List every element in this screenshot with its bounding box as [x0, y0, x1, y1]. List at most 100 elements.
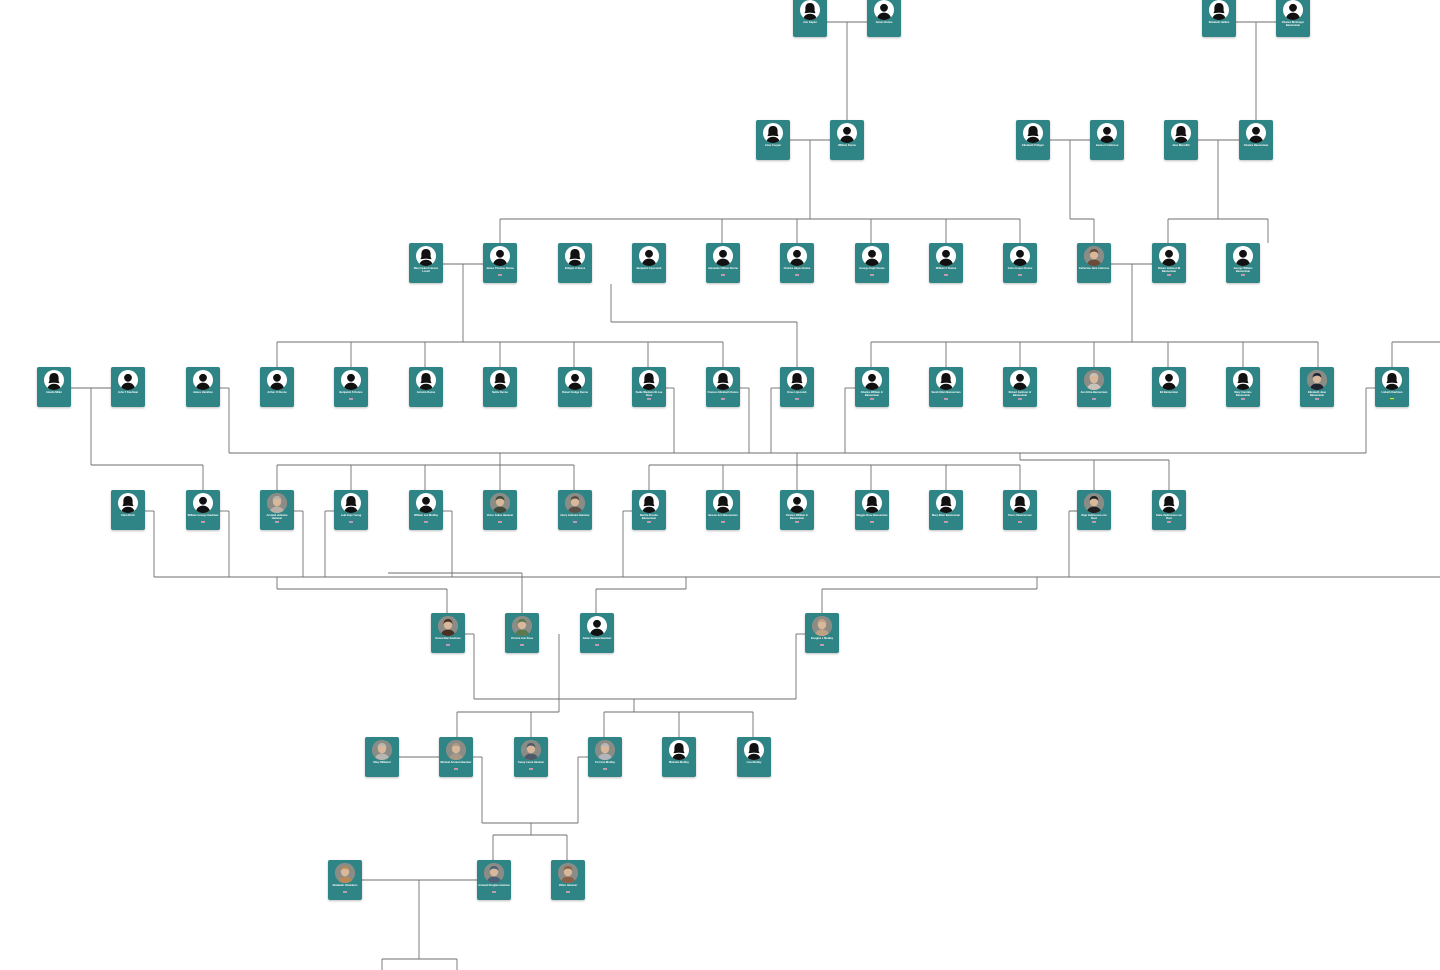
- person-card-p65[interactable]: Michelle Modlay: [662, 737, 696, 777]
- person-card-p11[interactable]: Mary Helen Frances Lovett: [409, 243, 443, 283]
- person-card-p32[interactable]: Frances Elizabeth Dunne: [706, 367, 740, 407]
- person-card-p46[interactable]: William Lee Modlay: [409, 490, 443, 530]
- person-card-p68[interactable]: Armand Douglas Hammer: [477, 860, 511, 900]
- person-card-p45[interactable]: Lela Faye Young: [334, 490, 368, 530]
- person-card-p27[interactable]: Benjamin S Dunne: [334, 367, 368, 407]
- male-silhouette-icon: [1283, 0, 1303, 20]
- person-card-p9[interactable]: Jane Meredith: [1164, 120, 1198, 160]
- person-name: Armand Julienne Hammer: [266, 514, 288, 520]
- male-silhouette-icon: [193, 370, 213, 390]
- person-card-p18[interactable]: William C Dunne: [929, 243, 963, 283]
- person-card-p67[interactable]: Elizabeth Chambers: [328, 860, 362, 900]
- person-name: Robert Hodge Dunne: [562, 391, 588, 394]
- person-name: Antonia Dunne: [416, 391, 436, 394]
- person-card-p25[interactable]: James Hamilton: [186, 367, 220, 407]
- person-card-p62[interactable]: Michael Armand Hammer: [439, 737, 473, 777]
- person-card-p37[interactable]: Ann Eliza Bannerman: [1077, 367, 1111, 407]
- person-card-p53[interactable]: Mary Ellen Bannerman: [929, 490, 963, 530]
- person-card-p58[interactable]: Victoria Ann Knee: [505, 613, 539, 653]
- person-card-p33[interactable]: Rose Lipscomb: [780, 367, 814, 407]
- person-card-p31[interactable]: Sadie Wadsworth Lee Rose: [632, 367, 666, 407]
- person-card-p34[interactable]: Charles William Jr Bannerman: [855, 367, 889, 407]
- person-name: Katie Vadimovna von Root: [1155, 514, 1183, 520]
- person-card-p66[interactable]: Lisa Modlay: [737, 737, 771, 777]
- person-card-p13[interactable]: Bridget of Bruce: [558, 243, 592, 283]
- flag-icon: [820, 644, 824, 646]
- flag-icon: [1315, 398, 1319, 400]
- male-silhouette-icon: [639, 246, 659, 266]
- person-card-p10[interactable]: Charles Bannerman: [1239, 120, 1273, 160]
- person-card-p36[interactable]: Robert Jackson Jr Bannerman: [1003, 367, 1037, 407]
- person-name: Arthur O Dunne: [267, 391, 287, 394]
- person-name: James Thomas Dunne: [486, 267, 514, 270]
- person-card-p29[interactable]: Nellie Dunne: [483, 367, 517, 407]
- person-card-p30[interactable]: Robert Hodge Dunne: [558, 367, 592, 407]
- portrait-photo-icon: [335, 863, 355, 883]
- male-silhouette-icon: [1159, 246, 1179, 266]
- person-card-p42[interactable]: Clara Birch: [111, 490, 145, 530]
- male-silhouette-icon: [787, 493, 807, 513]
- person-card-p3[interactable]: Elizabeth Hallam: [1202, 0, 1236, 37]
- person-card-p15[interactable]: Alexander Milton Dunne: [706, 243, 740, 283]
- person-card-p16[interactable]: Charles Hayes Dunne: [780, 243, 814, 283]
- person-card-p22[interactable]: George William Bannerman: [1226, 243, 1260, 283]
- flag-icon: [1167, 521, 1171, 523]
- person-card-p43[interactable]: William George Kaufman: [186, 490, 220, 530]
- person-card-p39[interactable]: Mary Caroline Bannerman: [1226, 367, 1260, 407]
- female-silhouette-icon: [341, 493, 361, 513]
- flag-icon: [721, 398, 725, 400]
- portrait-photo-icon: [438, 616, 458, 636]
- person-name: James H Ambrose: [1095, 144, 1119, 147]
- male-silhouette-icon: [837, 123, 857, 143]
- person-card-p63[interactable]: Casey Laura Hammer: [514, 737, 548, 777]
- person-name: Casey Laura Hammer: [517, 761, 545, 764]
- person-card-p40[interactable]: Elizabeth Jane Bannerman: [1300, 367, 1334, 407]
- person-card-p17[interactable]: George Hugh Dunne: [855, 243, 889, 283]
- person-card-p56[interactable]: Katie Vadimovna von Root: [1152, 490, 1186, 530]
- person-card-p19[interactable]: John Cooper Dunne: [1003, 243, 1037, 283]
- person-card-p5[interactable]: Anne Cooper: [756, 120, 790, 160]
- male-silhouette-icon: [713, 246, 733, 266]
- person-card-p50[interactable]: Bessie Ann Bannerman: [706, 490, 740, 530]
- person-card-p21[interactable]: Robert Jackson M Bannerman: [1152, 243, 1186, 283]
- person-card-p24[interactable]: John F Kaufman: [111, 367, 145, 407]
- person-card-p61[interactable]: Mary Millward: [365, 737, 399, 777]
- person-card-p48[interactable]: Harry Julienne Hammer: [558, 490, 592, 530]
- person-card-p54[interactable]: Pearl J Bannerman: [1003, 490, 1037, 530]
- person-card-p52[interactable]: Maggie Rose Bannerman: [855, 490, 889, 530]
- person-card-p47[interactable]: Victor Julius Hammer: [483, 490, 517, 530]
- female-silhouette-icon: [800, 0, 820, 20]
- person-name: Elizabeth Pridgen: [1022, 144, 1044, 147]
- person-card-p55[interactable]: Olga Vadimovna von Root: [1077, 490, 1111, 530]
- person-card-p49[interactable]: Bertha Brooke Bannerman: [632, 490, 666, 530]
- person-card-p51[interactable]: Charles William Jr Bannerman: [780, 490, 814, 530]
- person-card-p4[interactable]: Charles McGregor Bannerman: [1276, 0, 1310, 37]
- person-card-p1[interactable]: Ann Kapler: [793, 0, 827, 37]
- person-card-p7[interactable]: Elizabeth Pridgen: [1016, 120, 1050, 160]
- person-card-p38[interactable]: Eli Bannerman: [1152, 367, 1186, 407]
- person-card-p28[interactable]: Antonia Dunne: [409, 367, 443, 407]
- portrait-photo-icon: [521, 740, 541, 760]
- person-card-p6[interactable]: William Dunne: [830, 120, 864, 160]
- person-card-p35[interactable]: Sarah Ellen Bannerman: [929, 367, 963, 407]
- flag-icon: [349, 398, 353, 400]
- person-name: Armand Douglas Hammer: [478, 884, 510, 887]
- person-name: Maggie Rose Bannerman: [856, 514, 888, 517]
- person-card-p69[interactable]: Viktor Hammer: [551, 860, 585, 900]
- person-card-p20[interactable]: Catherine Jane Ambrose: [1077, 243, 1111, 283]
- person-card-p8[interactable]: James H Ambrose: [1090, 120, 1124, 160]
- person-card-p12[interactable]: James Thomas Dunne: [483, 243, 517, 283]
- person-card-p59[interactable]: Julian Armand Hammer: [580, 613, 614, 653]
- person-card-p23[interactable]: Amelia Miller: [37, 367, 71, 407]
- flag-icon: [343, 891, 347, 893]
- person-card-p60[interactable]: Douglas L Modlay: [805, 613, 839, 653]
- flag-icon: [1241, 274, 1245, 276]
- person-card-p41[interactable]: Lizbeth Kaufman: [1375, 367, 1409, 407]
- person-card-p14[interactable]: Benjamin Lipscomb: [632, 243, 666, 283]
- person-card-p64[interactable]: Teri Ann Modlay: [588, 737, 622, 777]
- person-card-p44[interactable]: Armand Julienne Hammer: [260, 490, 294, 530]
- person-card-p26[interactable]: Arthur O Dunne: [260, 367, 294, 407]
- person-card-p2[interactable]: James Dunne: [867, 0, 901, 37]
- person-card-p57[interactable]: Donna Rae Kaufman: [431, 613, 465, 653]
